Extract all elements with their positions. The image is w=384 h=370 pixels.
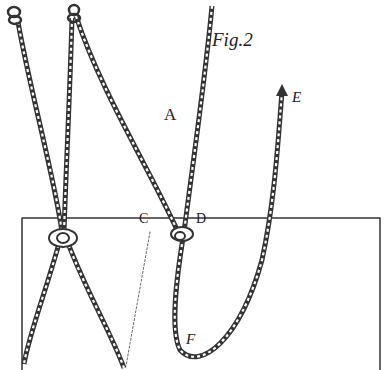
part-letter: D — [196, 212, 206, 226]
rope — [18, 6, 282, 368]
rope-end-arrow — [276, 84, 288, 96]
part-letter: F — [186, 332, 195, 347]
hidden-rope — [126, 232, 150, 366]
knots — [49, 227, 193, 247]
figure-title: Fig.2 — [212, 30, 253, 49]
part-letter: C — [139, 212, 148, 226]
eye-loops — [8, 5, 80, 24]
part-letter: E — [292, 90, 301, 105]
part-letter: A — [164, 106, 176, 123]
plank-outline — [22, 218, 380, 370]
